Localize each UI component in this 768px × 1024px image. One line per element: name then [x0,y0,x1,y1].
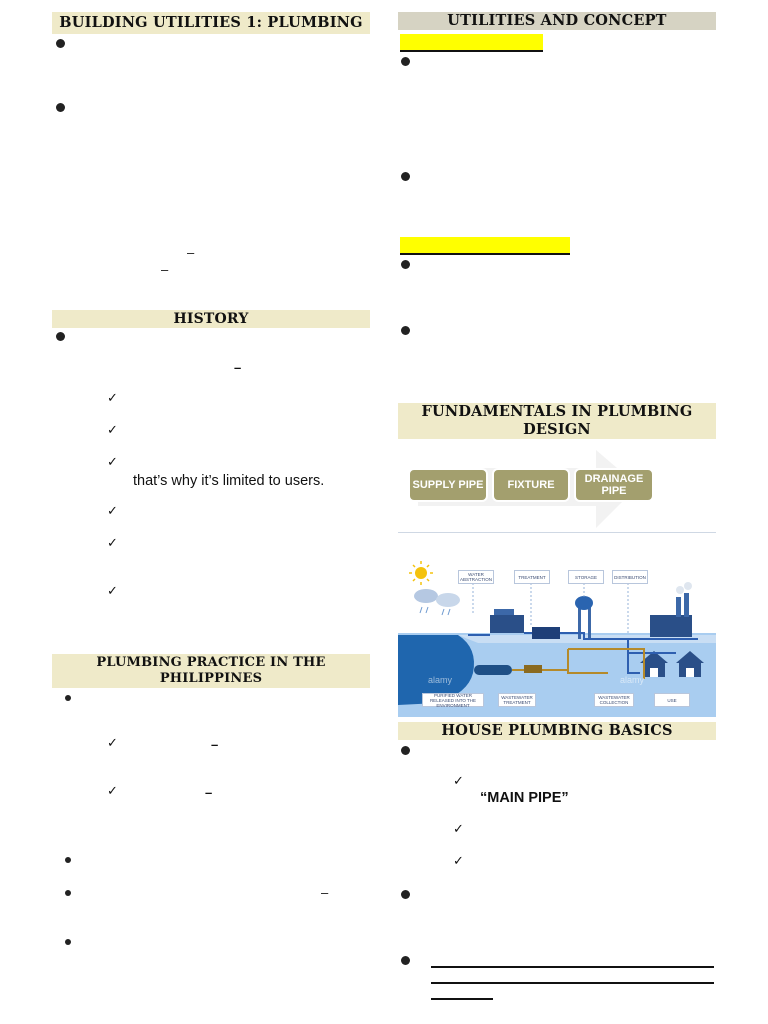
check-mark: ✓ [453,854,464,869]
section-header-utilities-concept: UTILITIES AND CONCEPT [398,12,716,30]
dash-mark: – [211,737,219,752]
check-mark: ✓ [107,504,118,519]
check-mark: ✓ [107,584,118,599]
bullet [401,326,410,335]
bullet [401,57,410,66]
dash-mark: – [321,885,329,900]
cycle-label: TREATMENT [514,570,550,584]
bullet [401,260,410,269]
highlight-bar [400,34,543,52]
svg-text:alamy: alamy [620,675,645,685]
cycle-label: WASTEWATER TREATMENT [498,693,536,707]
divider [398,532,716,533]
underline [431,966,714,968]
cycle-label: WATER ABSTRACTION [458,570,494,584]
check-mark: ✓ [107,423,118,438]
section-title: FUNDAMENTALS IN PLUMBING DESIGN [421,403,693,438]
bullet [65,695,71,701]
flow-step-fixture: FIXTURE [492,468,570,502]
underline [431,982,714,984]
dash-mark: – [205,785,213,800]
cycle-label: PURIFIED WATER RELEASED INTO THE ENVIRON… [422,693,484,708]
check-mark: ✓ [107,536,118,551]
check-mark: ✓ [107,784,118,799]
check-mark: ✓ [107,391,118,406]
check-mark: ✓ [107,455,118,470]
check-mark: ✓ [453,774,464,789]
highlight-bar [400,237,570,255]
bullet [65,890,71,896]
section-title: HISTORY [173,311,249,327]
section-header-building-utilities: BUILDING UTILITIES 1: PLUMBING [52,12,370,34]
check-mark: ✓ [107,736,118,751]
section-title: HOUSE PLUMBING BASICS [441,722,673,739]
section-header-practice: PLUMBING PRACTICE IN THE PHILIPPINES [52,654,370,688]
bullet [65,939,71,945]
cycle-label: DISTRIBUTION [612,570,648,584]
dash-mark: – [187,245,195,260]
main-pipe-label: “MAIN PIPE” [480,790,569,806]
water-cycle-illustration: alamy alamy WATER ABSTRACTION TREATMENT … [398,553,716,717]
section-header-house-plumbing: HOUSE PLUMBING BASICS [398,722,716,740]
svg-text:alamy: alamy [428,675,453,685]
bullet [56,103,65,112]
plumbing-flow-diagram: SUPPLY PIPE FIXTURE DRAINAGE PIPE [398,450,716,534]
cycle-label: USE [654,693,690,707]
bullet [65,857,71,863]
bullet [56,332,65,341]
section-header-history: HISTORY [52,310,370,328]
history-text-line: that’s why it’s limited to users. [133,473,325,489]
bullet [401,746,410,755]
water-cycle-graphic: alamy alamy [398,561,716,717]
cycle-label: STORAGE [568,570,604,584]
section-header-fundamentals: FUNDAMENTALS IN PLUMBING DESIGN [398,403,716,439]
flow-step-drainage-pipe: DRAINAGE PIPE [574,468,654,502]
page-title: BUILDING UTILITIES 1: PLUMBING [59,14,363,31]
bullet [401,890,410,899]
cycle-label: WASTEWATER COLLECTION [594,693,634,707]
underline [431,998,493,1000]
bullet [401,172,410,181]
dash-mark: – [234,360,242,375]
section-title: PLUMBING PRACTICE IN THE PHILIPPINES [96,655,326,686]
flow-step-supply-pipe: SUPPLY PIPE [408,468,488,502]
bullet [56,39,65,48]
dash-mark: – [161,262,169,277]
section-title: UTILITIES AND CONCEPT [447,12,667,29]
check-mark: ✓ [453,822,464,837]
bullet [401,956,410,965]
